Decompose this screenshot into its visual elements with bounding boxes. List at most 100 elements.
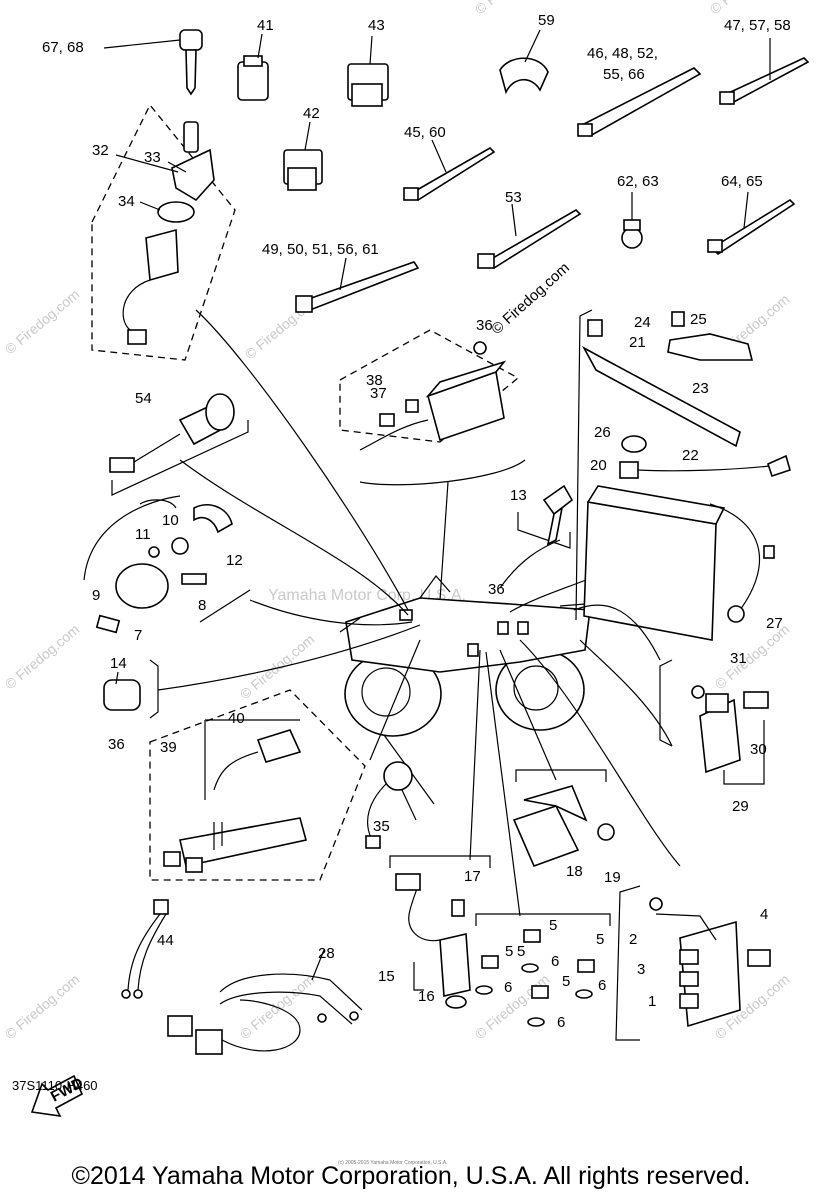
callout-label: 24 <box>634 314 651 331</box>
callout-label: 23 <box>692 380 709 397</box>
callout-label: 36 <box>476 317 493 334</box>
watermark-firedog: © Firedog.com <box>237 971 318 1042</box>
callout-label: 6 <box>598 977 606 994</box>
callout-label: 39 <box>160 739 177 756</box>
callout-label: 21 <box>629 334 646 351</box>
bolts-5-icon <box>475 929 595 1027</box>
battery-holder-icon <box>581 311 754 448</box>
callout-label: 5 <box>549 917 557 934</box>
bracket-15 <box>389 855 491 868</box>
callout-label: 54 <box>135 390 152 407</box>
callout-label: 31 <box>730 650 747 667</box>
leader-lines <box>157 309 681 917</box>
callout-label: 6 <box>504 979 512 996</box>
callout-label: 45, 60 <box>404 124 446 141</box>
group-box-32 <box>91 103 236 361</box>
sensor-14-icon <box>103 659 159 719</box>
harness-39-icon <box>163 729 307 873</box>
bracket-13 <box>517 512 571 549</box>
callout-label: 67, 68 <box>42 39 84 56</box>
callout-label: 37 <box>370 385 387 402</box>
callout-label: 34 <box>118 193 135 210</box>
callout-label: 32 <box>92 142 109 159</box>
callout-label: 15 <box>378 968 395 985</box>
band-64-icon <box>707 191 796 256</box>
small-copyright: (c) 2005-2015 Yamaha Motor Corporation, … <box>338 1160 448 1166</box>
band-53-icon <box>477 203 582 269</box>
callout-label: 16 <box>418 988 435 1005</box>
atv-illustration <box>339 575 591 737</box>
fuse-box-icon <box>359 341 507 451</box>
socket-54-icon <box>109 393 235 473</box>
callout-label: 55, 66 <box>603 66 645 83</box>
callout-label: 40 <box>228 710 245 727</box>
callout-label: 13 <box>510 487 527 504</box>
callout-label: 9 <box>92 587 100 604</box>
callout-label: 59 <box>538 12 555 29</box>
callout-label: 36 <box>108 736 125 753</box>
callout-label: 14 <box>110 655 127 672</box>
callout-label: 33 <box>144 149 161 166</box>
lead-44-icon <box>121 899 169 999</box>
callout-label: 25 <box>690 311 707 328</box>
copyright-notice: ©2014 Yamaha Motor Corporation, U.S.A. A… <box>71 1162 751 1190</box>
callout-label: 44 <box>157 932 174 949</box>
group-box-39 <box>149 689 366 881</box>
clamp-59-icon <box>499 29 549 95</box>
callout-label: 8 <box>198 597 206 614</box>
bracket-18 <box>515 769 607 782</box>
rectifier-icon <box>512 785 615 868</box>
band-49-icon <box>295 257 420 313</box>
relay-43-icon <box>347 35 389 107</box>
bracket-5 <box>475 913 611 926</box>
callout-label: 10 <box>162 512 179 529</box>
bracket-29 <box>659 659 673 747</box>
band-45-icon <box>403 139 496 201</box>
callout-label: 38 <box>366 372 383 389</box>
watermark-firedog: © Firedog.com <box>707 0 788 17</box>
watermark-firedog-dark: © Firedog.com <box>488 259 573 338</box>
callout-label: 1 <box>648 993 656 1010</box>
callout-label: 26 <box>594 424 611 441</box>
callout-label: 27 <box>766 615 783 632</box>
callout-label: 64, 65 <box>721 173 763 190</box>
callout-label: 17 <box>464 868 481 885</box>
callout-label: 35 <box>373 818 390 835</box>
callout-label: 29 <box>732 798 749 815</box>
relay-42-icon <box>283 121 323 191</box>
callout-label: 5 <box>596 931 604 948</box>
callout-label: 20 <box>590 457 607 474</box>
callout-label: 22 <box>682 447 699 464</box>
callout-label: 28 <box>318 945 335 962</box>
coupler-41-icon <box>237 33 269 101</box>
callout-label: 53 <box>505 189 522 206</box>
bracket-battery <box>575 309 593 621</box>
cdi-unit-icon <box>649 897 771 1028</box>
callout-label: 46, 48, 52, <box>587 45 658 62</box>
starter-relay-icon <box>691 685 769 785</box>
bracket-54 <box>111 420 249 496</box>
key-icon <box>103 29 203 96</box>
callout-label: 6 <box>557 1014 565 1031</box>
spark-plug-icon <box>542 484 574 546</box>
watermark-firedog: © Firedog.com <box>2 621 83 692</box>
watermark-firedog: © Firedog.com <box>237 631 318 702</box>
callout-label: 62, 63 <box>617 173 659 190</box>
callout-label: 6 <box>551 953 559 970</box>
band-46-icon <box>577 67 702 137</box>
watermark-firedog: © Firedog.com <box>2 286 83 357</box>
callout-label: 47, 57, 58 <box>724 17 791 34</box>
band-47-icon <box>719 38 810 105</box>
callout-label: 5 <box>517 943 525 960</box>
callout-label: 2 <box>629 931 637 948</box>
clamp-62-icon <box>621 192 643 249</box>
callout-label: 41 <box>257 17 274 34</box>
callout-label: 5 <box>505 943 513 960</box>
callout-label: 30 <box>750 741 767 758</box>
callout-label: 43 <box>368 17 385 34</box>
main-switch-icon <box>115 121 215 345</box>
watermark-firedog: © Firedog.com <box>2 971 83 1042</box>
bracket-coil <box>83 495 251 623</box>
